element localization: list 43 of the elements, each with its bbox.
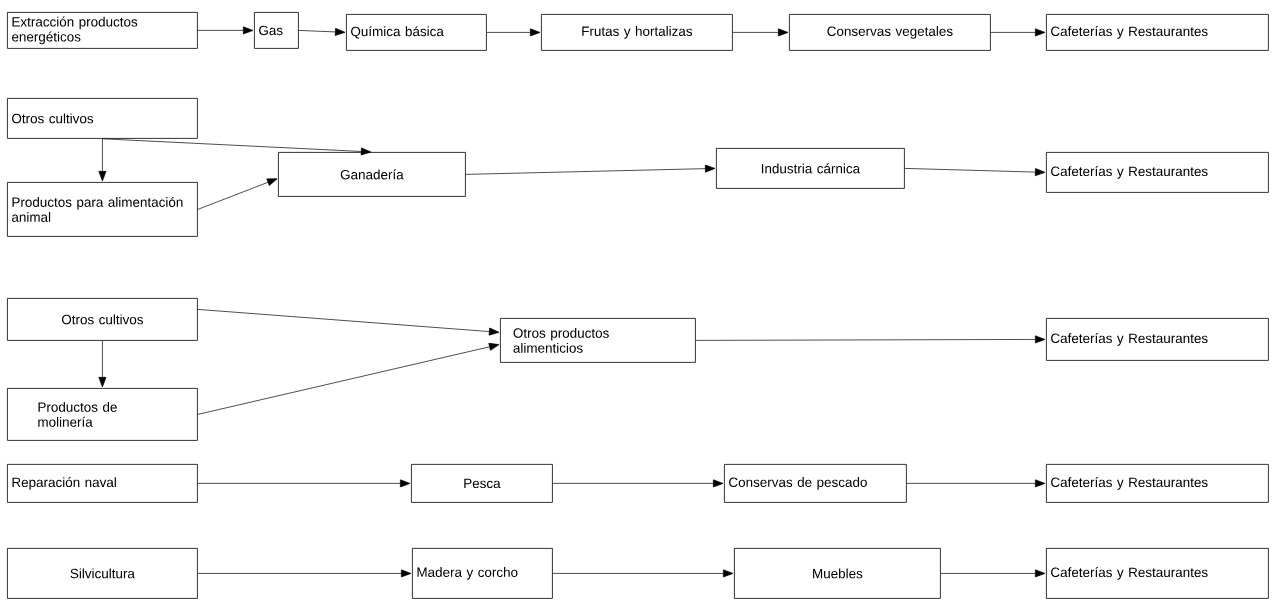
process-box: Cafeterías y Restaurantes xyxy=(1046,548,1269,599)
arrow xyxy=(197,309,500,336)
process-box: Productos para alimentación animal xyxy=(7,182,198,237)
process-box: Gas xyxy=(254,12,299,49)
process-box: Otros cultivos xyxy=(7,98,198,139)
process-box: Otros cultivos xyxy=(7,298,198,341)
arrow xyxy=(197,26,254,35)
process-box: Ganadería xyxy=(278,152,466,197)
arrow xyxy=(465,164,716,175)
process-box: Cafeterías y Restaurantes xyxy=(1046,318,1269,361)
process-box: Reparación naval xyxy=(7,464,198,503)
arrow xyxy=(197,479,411,488)
arrow xyxy=(197,569,412,578)
process-box: Silvicultura xyxy=(7,548,198,599)
arrow xyxy=(197,342,500,415)
process-box: Otros productos alimenticios xyxy=(500,318,696,363)
arrow xyxy=(102,138,372,156)
process-box: Industria cárnica xyxy=(716,148,905,189)
process-box: Cafeterías y Restaurantes xyxy=(1046,152,1269,193)
arrow xyxy=(990,28,1046,37)
process-box: Frutas y hortalizas xyxy=(541,14,733,51)
arrow xyxy=(552,569,734,578)
arrow xyxy=(98,138,107,182)
process-box: Conservas vegetales xyxy=(789,14,991,51)
arrow xyxy=(940,569,1046,578)
process-box: Madera y corcho xyxy=(412,548,553,599)
arrow xyxy=(695,335,1046,344)
arrow xyxy=(904,168,1046,177)
arrow xyxy=(197,178,278,210)
process-box: Química básica xyxy=(346,14,487,51)
arrow xyxy=(552,479,724,488)
arrow xyxy=(732,28,789,37)
process-box: Pesca xyxy=(411,464,553,503)
process-box: Productos de molinería xyxy=(7,388,198,441)
arrow xyxy=(906,479,1046,488)
process-box: Cafeterías y Restaurantes xyxy=(1046,14,1269,51)
arrow xyxy=(98,340,107,388)
process-box: Conservas de pescado xyxy=(724,464,907,503)
process-box: Extracción productos energéticos xyxy=(7,12,198,49)
process-box: Cafeterías y Restaurantes xyxy=(1046,464,1269,503)
arrow xyxy=(298,28,346,36)
process-box: Muebles xyxy=(734,548,941,599)
arrow xyxy=(486,28,541,37)
